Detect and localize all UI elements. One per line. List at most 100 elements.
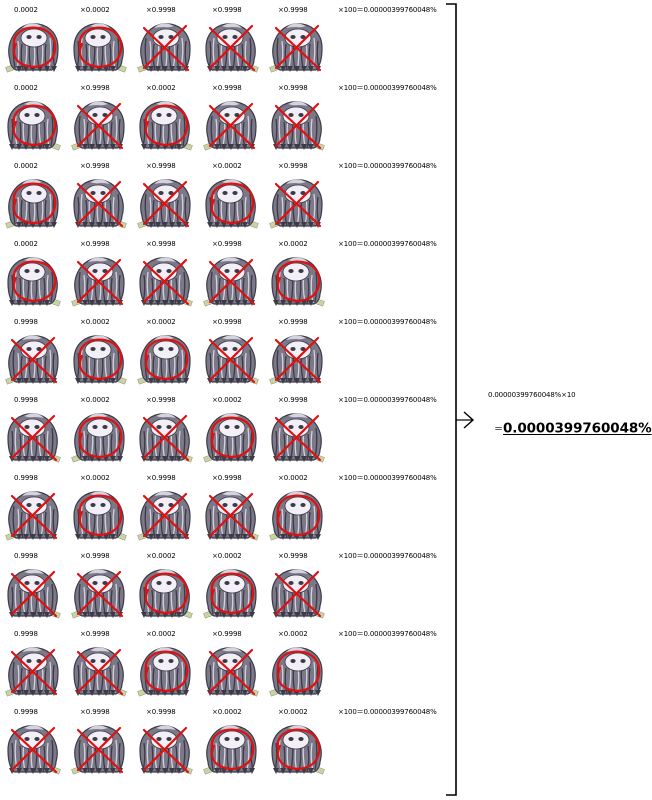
row-result: ×100＝0.00000399760048% [338, 708, 437, 716]
monster-cell: ×0.9998 [66, 78, 132, 156]
monster-cell: ×0.9998 [264, 546, 330, 624]
probability-factor: ×0.9998 [146, 708, 176, 716]
monster-icon [71, 413, 125, 463]
probability-factor: ×0.9998 [212, 240, 242, 248]
monster-cell: ×0.9998 [132, 0, 198, 78]
monster-cell: 0.9998 [0, 546, 66, 624]
probability-factor: ×0.9998 [80, 240, 110, 248]
red-circle-mark [78, 494, 123, 536]
red-cross-mark [142, 180, 190, 228]
probability-factor: ×0.9998 [278, 6, 308, 14]
monster-icon [71, 257, 125, 307]
probability-row: 0.9998×0.0002×0.9998×0.9998×0.0002×100＝0… [0, 468, 440, 546]
probability-factor: ×0.0002 [146, 318, 176, 326]
monster-icon [5, 179, 59, 229]
monster-icon [269, 335, 323, 385]
probability-factor: ×0.9998 [278, 396, 308, 404]
monster-icon [7, 725, 61, 775]
monster-icon [73, 335, 127, 385]
probability-factor: 0.9998 [14, 708, 38, 716]
row-result: ×100＝0.00000399760048% [338, 162, 437, 170]
probability-factor: ×0.9998 [146, 474, 176, 482]
monster-cell: 0.9998 [0, 390, 66, 468]
red-cross-mark [142, 258, 190, 306]
probability-factor: 0.9998 [14, 474, 38, 482]
probability-factor: ×0.0002 [278, 240, 308, 248]
probability-factor: ×0.9998 [80, 84, 110, 92]
probability-factor: ×0.0002 [80, 474, 110, 482]
probability-factor: ×0.9998 [212, 474, 242, 482]
monster-cell: ×0.9998 [132, 468, 198, 546]
monster-cell: ×0.0002 [132, 624, 198, 702]
red-cross-mark [208, 648, 256, 696]
probability-factor: ×0.0002 [212, 708, 242, 716]
bracket-line [446, 3, 457, 796]
probability-row: 0.9998×0.9998×0.9998×0.0002×0.0002×100＝0… [0, 702, 440, 780]
probability-factor: ×0.9998 [80, 630, 110, 638]
monster-icon [5, 335, 59, 385]
monster-cell: 0.0002 [0, 156, 66, 234]
probability-row: 0.9998×0.9998×0.0002×0.0002×0.9998×100＝0… [0, 546, 440, 624]
probability-row: 0.9998×0.0002×0.9998×0.0002×0.9998×100＝0… [0, 390, 440, 468]
monster-icon [271, 413, 325, 463]
red-cross-mark [76, 180, 124, 228]
probability-factor: 0.9998 [14, 396, 38, 404]
monster-cell: ×0.0002 [66, 390, 132, 468]
probability-factor: ×0.0002 [146, 552, 176, 560]
monster-icon [205, 23, 259, 73]
monster-icon [203, 101, 257, 151]
probability-factor: ×0.9998 [212, 6, 242, 14]
probability-factor: ×0.9998 [80, 708, 110, 716]
red-circle-mark [144, 338, 189, 380]
monster-cell: ×0.9998 [264, 156, 330, 234]
monster-cell: ×0.0002 [132, 312, 198, 390]
red-cross-mark [142, 492, 190, 540]
red-cross-mark [208, 102, 256, 150]
probability-row: 0.0002×0.0002×0.9998×0.9998×0.9998×100＝0… [0, 0, 440, 78]
monster-icon [205, 491, 259, 541]
probability-factor: ×0.9998 [278, 552, 308, 560]
monster-cell: ×0.9998 [66, 624, 132, 702]
monster-icon [71, 725, 125, 775]
monster-icon [203, 569, 257, 619]
monster-cell: ×0.0002 [132, 78, 198, 156]
monster-icon [7, 569, 61, 619]
monster-cell: ×0.9998 [66, 546, 132, 624]
red-circle-mark [210, 182, 255, 224]
monster-cell: ×0.0002 [264, 234, 330, 312]
monster-cell: ×0.0002 [66, 312, 132, 390]
monster-icon [5, 647, 59, 697]
monster-cell: ×0.0002 [132, 546, 198, 624]
monster-icon [203, 257, 257, 307]
red-cross-mark [10, 726, 58, 774]
red-cross-mark [274, 570, 322, 618]
red-cross-mark [208, 492, 256, 540]
red-cross-mark [76, 258, 124, 306]
monster-icon [137, 23, 191, 73]
monster-cell: ×0.9998 [264, 78, 330, 156]
monster-cell: ×0.9998 [198, 624, 264, 702]
monster-cell: 0.0002 [0, 78, 66, 156]
probability-factor: 0.0002 [14, 240, 38, 248]
monster-icon [203, 725, 257, 775]
probability-factor: 0.9998 [14, 630, 38, 638]
red-cross-mark [10, 336, 58, 384]
probability-factor: ×0.0002 [212, 552, 242, 560]
probability-factor: ×0.0002 [212, 162, 242, 170]
monster-icon [139, 569, 193, 619]
red-cross-mark [76, 102, 124, 150]
monster-cell: ×0.9998 [132, 156, 198, 234]
red-cross-mark [208, 336, 256, 384]
probability-factor: ×0.9998 [278, 84, 308, 92]
probability-factor: ×0.9998 [212, 318, 242, 326]
red-circle-mark [144, 104, 189, 146]
monster-icon [73, 23, 127, 73]
red-circle-mark [12, 104, 57, 146]
monster-cell: ×0.9998 [66, 156, 132, 234]
red-circle-mark [12, 26, 57, 68]
red-cross-mark [274, 180, 322, 228]
monster-icon [205, 335, 259, 385]
probability-factor: ×0.0002 [146, 84, 176, 92]
probability-row: 0.0002×0.9998×0.9998×0.9998×0.0002×100＝0… [0, 234, 440, 312]
